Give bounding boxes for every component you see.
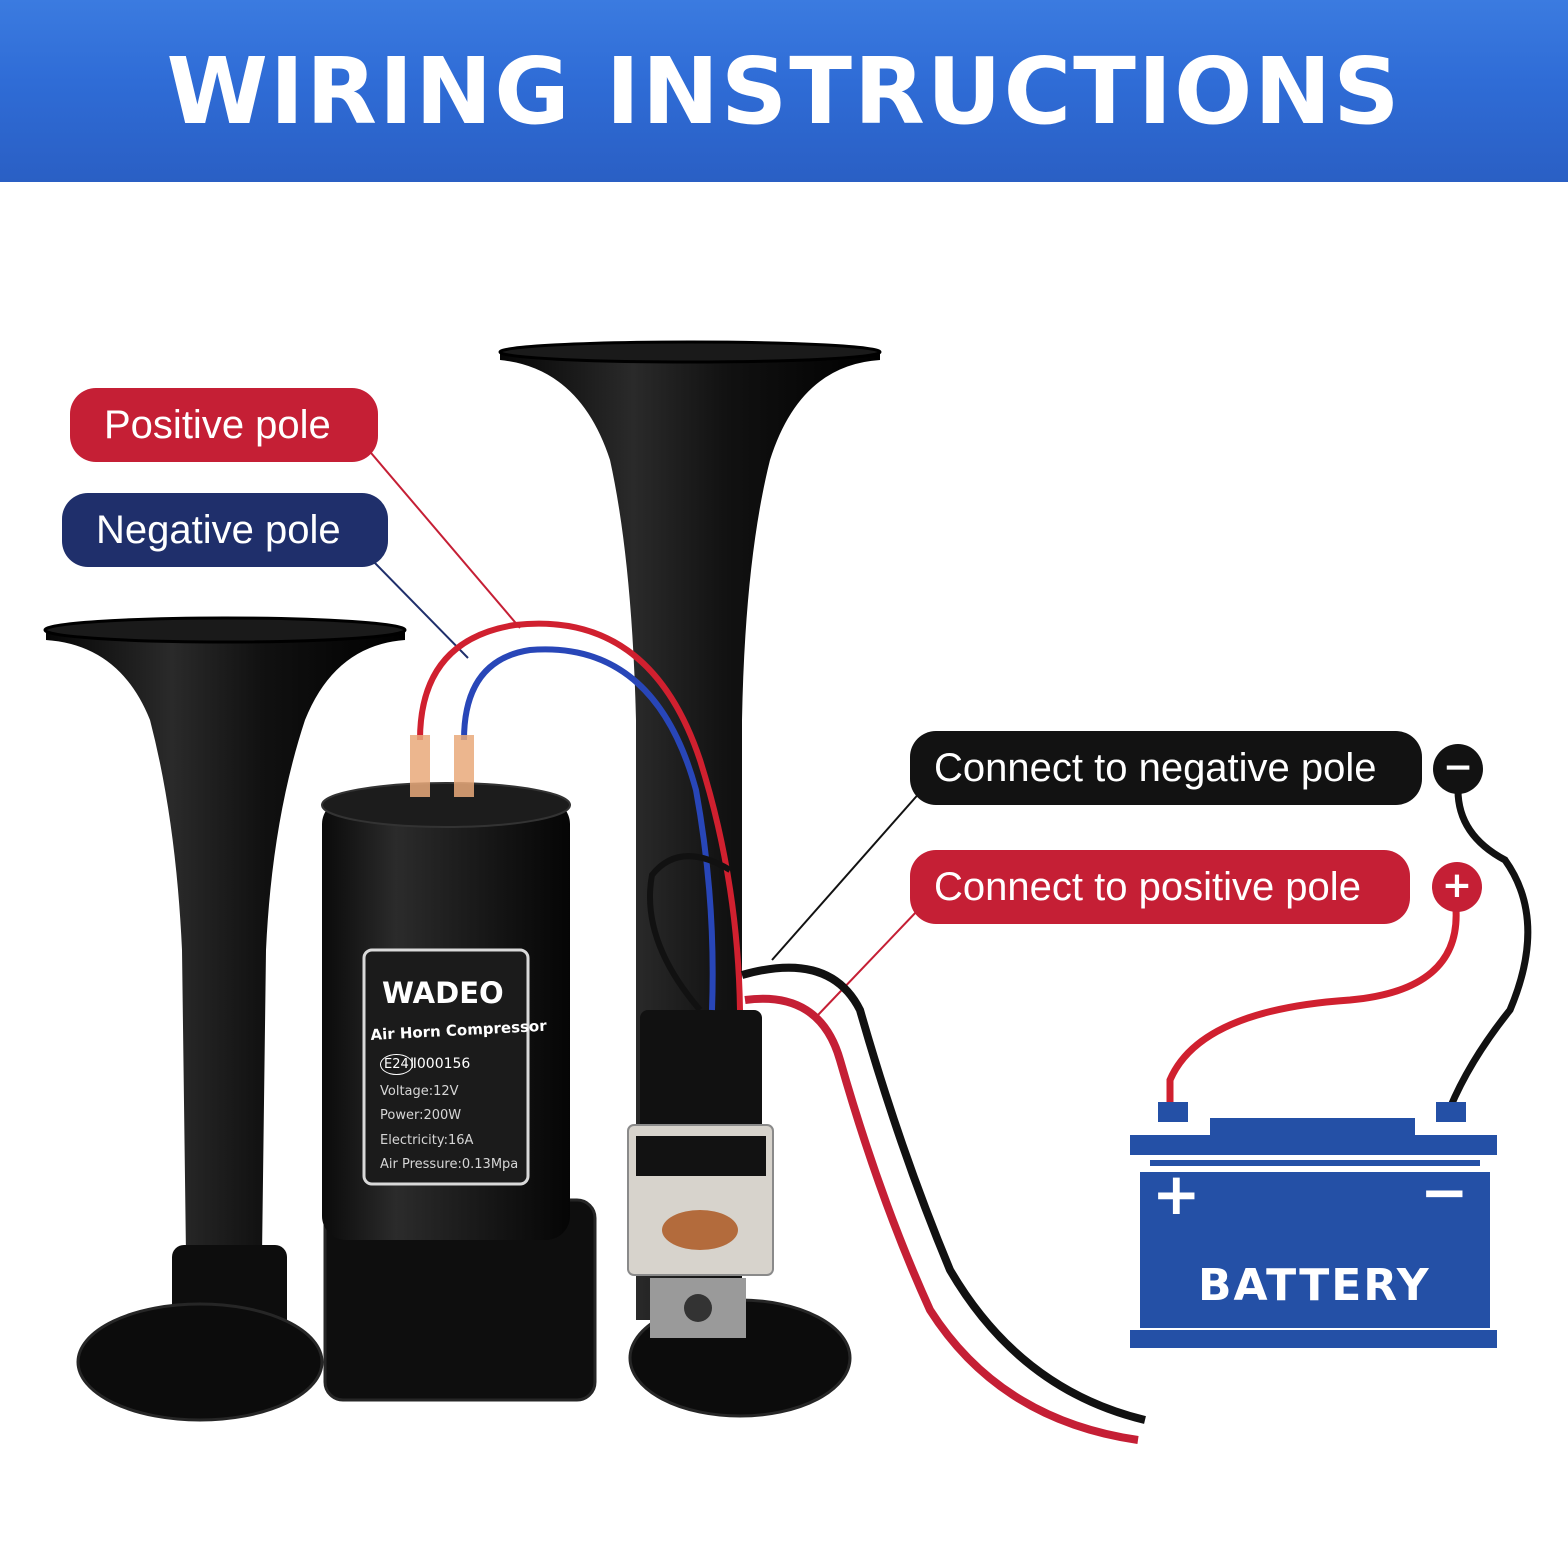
battery-red-wire (1166, 909, 1460, 1108)
negative-pole-label: Negative pole (62, 493, 388, 567)
negative-symbol-icon: − (1433, 744, 1483, 794)
battery-icon (1130, 1102, 1497, 1348)
page-title: WIRING INSTRUCTIONS (166, 38, 1402, 145)
compressor-blue-wire (461, 646, 716, 1011)
compressor-power: Power:200W (380, 1108, 462, 1123)
output-red-wire (744, 994, 1139, 1444)
connect-negative-label: Connect to negative pole (910, 731, 1422, 805)
negative-terminal (454, 735, 474, 797)
battery-label: BATTERY (1198, 1260, 1431, 1311)
compressor-cert-number: Ⅱ000156 (410, 1056, 471, 1072)
battery-black-wire (1446, 789, 1532, 1110)
positive-pole-leader (359, 439, 521, 629)
large-horn (498, 340, 882, 1320)
relay (627, 1010, 774, 1338)
compressor-red-wire (417, 620, 743, 1011)
compressor-body (321, 782, 571, 1240)
battery-plus-icon: + (1152, 1160, 1201, 1228)
output-black-wire (740, 963, 1146, 1424)
connect-negative-leader (771, 789, 923, 961)
header-banner: WIRING INSTRUCTIONS (0, 0, 1568, 182)
positive-pole-label: Positive pole (70, 388, 378, 462)
relay-loop-wire (647, 853, 732, 1012)
connect-positive-label: Connect to positive pole (910, 850, 1410, 924)
left-base-plate (76, 1302, 324, 1422)
positive-symbol-icon: + (1432, 862, 1482, 912)
compressor-air-pressure: Air Pressure:0.13Mpa (380, 1157, 519, 1172)
positive-terminal (410, 735, 430, 797)
negative-pole-leader (371, 559, 469, 659)
compressor-electricity: Electricity:16A (380, 1133, 474, 1148)
compressor-cert-mark: E24 (380, 1054, 413, 1075)
compressor-brand: WADEO (382, 976, 504, 1010)
battery-minus-icon: − (1420, 1158, 1469, 1226)
connect-positive-leader (817, 909, 919, 1016)
compressor-voltage: Voltage:12V (380, 1084, 459, 1099)
